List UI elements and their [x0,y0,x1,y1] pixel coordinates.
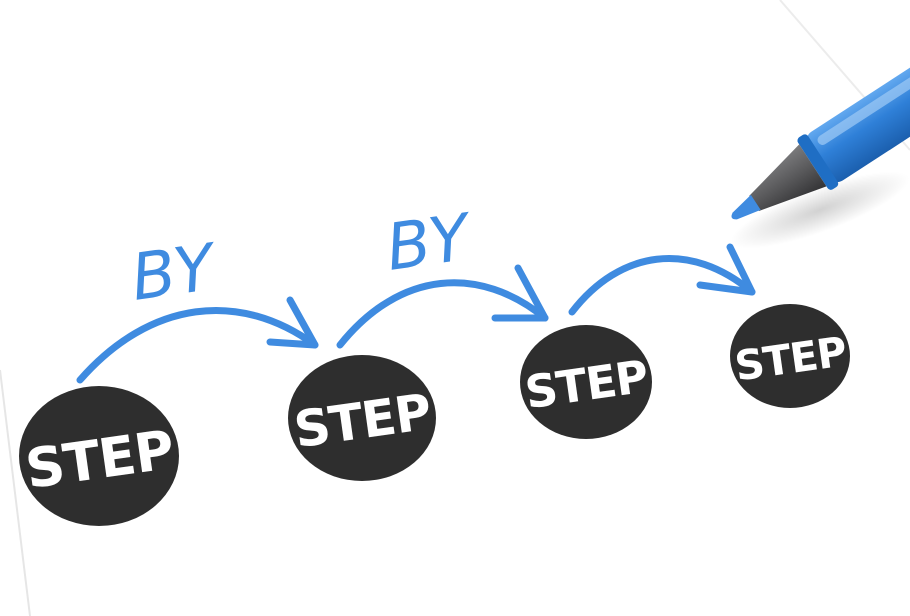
paper-edge-left [0,369,31,616]
step-circle-1: STEP [19,386,179,526]
curved-arrow-icon [568,243,756,316]
step-circle-2: STEP [288,355,436,481]
curved-arrow-icon [76,296,319,384]
step-circle-4: STEP [730,304,850,408]
by-word-1: BY [127,230,223,315]
curved-arrow-icon [336,264,549,349]
marker-pen-icon [730,48,910,249]
by-word-2: BY [382,200,478,285]
step-circle-3: STEP [520,325,652,439]
